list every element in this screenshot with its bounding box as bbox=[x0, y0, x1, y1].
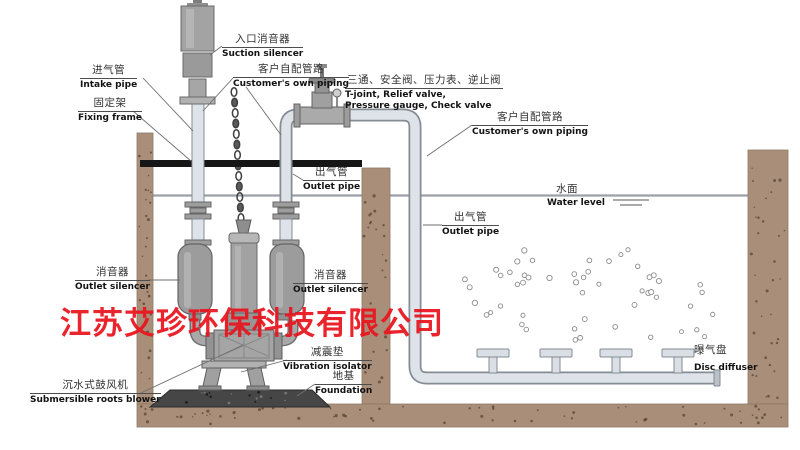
label-fittings: 三通、安全阀、压力表、逆止阀 T-joint, Relief valve, Pr… bbox=[345, 74, 503, 113]
label-customer-piping-top: 客户自配管路 Customer's own piping bbox=[233, 63, 349, 90]
lifting-chain bbox=[230, 86, 245, 224]
disc-diffuser-unit bbox=[661, 348, 695, 374]
label-cn: 减震垫 bbox=[283, 346, 372, 362]
label-cn: 固定架 bbox=[78, 97, 143, 113]
label-outlet-pipe-lower: 出气管 Outlet pipe bbox=[442, 211, 500, 238]
label-cn: 客户自配管路 bbox=[233, 63, 349, 79]
label-en: Submersible roots blower bbox=[30, 395, 161, 406]
floor-slab bbox=[136, 403, 789, 428]
label-cn: 出气管 bbox=[303, 166, 361, 182]
label-en: T-joint, Relief valve, bbox=[345, 90, 446, 101]
label-cn: 出气管 bbox=[442, 211, 500, 227]
disc-diffusers bbox=[476, 348, 695, 374]
company-watermark: 江苏艾珍环保科技有限公司 bbox=[60, 306, 444, 342]
label-outlet-pipe-upper: 出气管 Outlet pipe bbox=[303, 166, 361, 193]
relief-valve bbox=[311, 91, 333, 109]
right-wall bbox=[747, 149, 789, 405]
intake-pipe-shape bbox=[191, 103, 205, 205]
leader-lines bbox=[132, 45, 473, 397]
outlet-piping bbox=[279, 108, 721, 387]
pipe-end-cap bbox=[713, 369, 721, 387]
air-bubbles bbox=[462, 247, 716, 343]
blower-motor bbox=[226, 219, 262, 331]
label-cn: 地基 bbox=[315, 370, 373, 386]
label-en: Fixing frame bbox=[78, 113, 143, 124]
lifting-hook bbox=[235, 219, 252, 234]
pressure-gauge bbox=[332, 88, 342, 98]
label-suction-silencer: 入口消音器 Suction silencer bbox=[222, 33, 304, 60]
label-en: Vibration isolator bbox=[283, 362, 372, 373]
flange-stacks bbox=[184, 201, 300, 246]
label-en: Outlet pipe bbox=[303, 182, 361, 193]
label-fixing-frame: 固定架 Fixing frame bbox=[78, 97, 143, 124]
label-submersible-blower: 沉水式鼓风机 Submersible roots blower bbox=[30, 379, 161, 406]
wall-speckles bbox=[138, 151, 786, 426]
label-en: Customer's own piping bbox=[233, 79, 349, 90]
valve-body bbox=[299, 106, 345, 125]
label-en: Outlet silencer bbox=[75, 282, 150, 293]
label-foundation: 地基 Foundation bbox=[315, 370, 373, 397]
label-en: Intake pipe bbox=[80, 80, 138, 91]
label-en: Outlet pipe bbox=[442, 227, 500, 238]
foundation-block bbox=[148, 389, 332, 408]
label-en: Outlet silencer bbox=[293, 285, 368, 296]
label-cn: 客户自配管路 bbox=[472, 111, 588, 127]
vibration-isolator-shape bbox=[198, 360, 270, 391]
outlet-silencer-right-shape bbox=[269, 243, 305, 321]
label-en: Pressure gauge, Check valve bbox=[345, 101, 492, 112]
disc-diffuser-unit bbox=[476, 348, 510, 374]
disc-diffuser-unit bbox=[539, 348, 573, 374]
label-en: Foundation bbox=[315, 386, 373, 397]
label-outlet-silencer-right: 消音器 Outlet silencer bbox=[293, 269, 368, 296]
label-cn: 消音器 bbox=[75, 266, 150, 282]
suction-silencer-shape bbox=[179, 0, 216, 105]
label-cn: 入口消音器 bbox=[222, 33, 304, 49]
label-en: Disc diffuser bbox=[694, 363, 758, 374]
foundation-speckles bbox=[185, 390, 288, 405]
label-en: Suction silencer bbox=[222, 49, 304, 60]
label-intake-pipe: 进气管 Intake pipe bbox=[80, 64, 138, 91]
label-vibration-isolator: 减震垫 Vibration isolator bbox=[283, 346, 372, 373]
label-outlet-silencer-left: 消音器 Outlet silencer bbox=[75, 266, 150, 293]
label-disc-diffuser: 曝气盘 Disc diffuser bbox=[694, 344, 758, 374]
label-cn: 三通、安全阀、压力表、逆止阀 bbox=[345, 74, 503, 90]
blower-manifold bbox=[205, 329, 283, 362]
label-customer-piping-right: 客户自配管路 Customer's own piping bbox=[472, 111, 588, 138]
tank-walls bbox=[136, 132, 789, 428]
water-level-symbol-icon bbox=[613, 199, 649, 206]
label-water-level-cn: 水面 bbox=[556, 183, 578, 195]
label-cn: 进气管 bbox=[80, 64, 138, 80]
label-en: Customer's own piping bbox=[472, 127, 588, 138]
fixing-frame-bar bbox=[140, 160, 362, 167]
label-cn: 曝气盘 bbox=[694, 344, 727, 356]
valve-assembly bbox=[293, 64, 351, 128]
label-water-level-en: Water level bbox=[547, 198, 605, 208]
outlet-silencer-left-shape bbox=[177, 243, 213, 321]
disc-diffuser-unit bbox=[599, 348, 633, 374]
label-cn: 消音器 bbox=[293, 269, 368, 285]
flange bbox=[293, 103, 301, 128]
label-cn: 沉水式鼓风机 bbox=[30, 379, 161, 395]
